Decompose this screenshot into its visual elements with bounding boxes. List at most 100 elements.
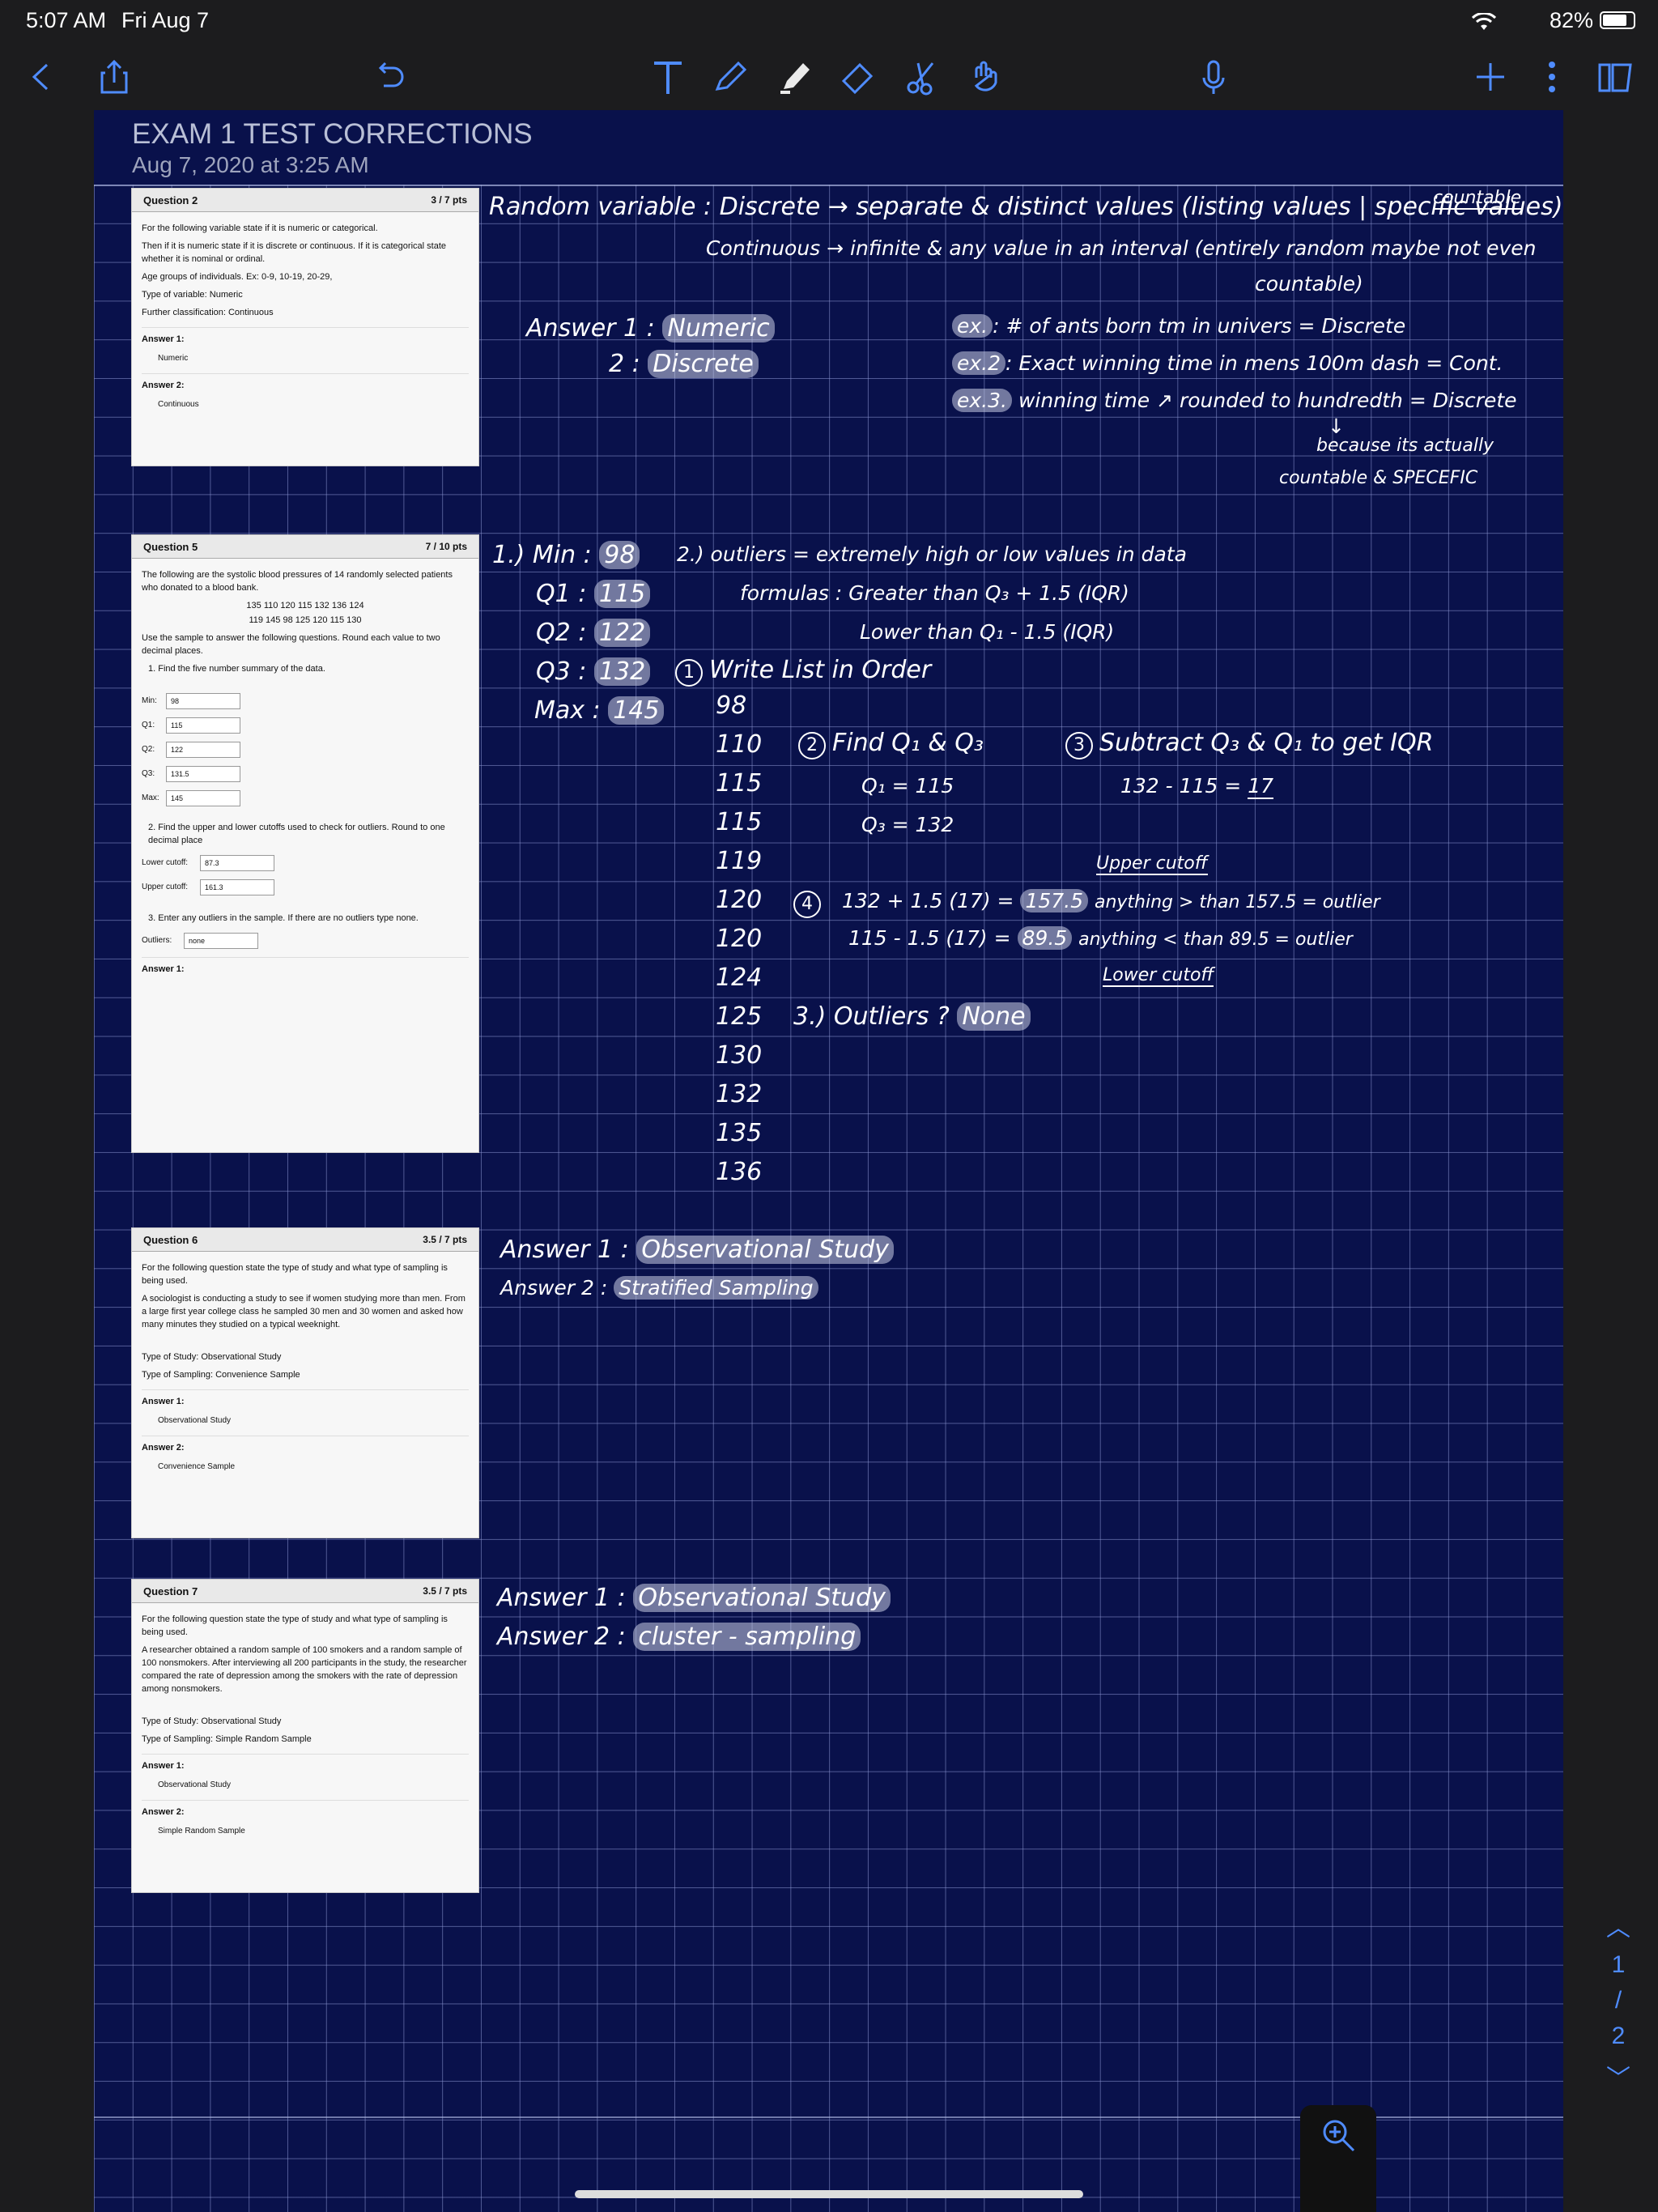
question-text: Type of Study: Observational Study xyxy=(142,1352,282,1362)
hand-tool-icon[interactable] xyxy=(962,53,1009,100)
microphone-icon[interactable] xyxy=(1190,53,1237,100)
question-text: 3. Enter any outliers in the sample. If … xyxy=(148,913,419,923)
sorted-value: 135 xyxy=(716,1119,763,1147)
min-field: 98 xyxy=(166,693,240,709)
answer-value: Simple Random Sample xyxy=(158,1827,245,1836)
data-row: 119 145 98 125 120 115 130 xyxy=(249,615,362,625)
note-step-4: 4 xyxy=(793,887,827,918)
status-time: 5:07 AM xyxy=(26,8,107,32)
total-pages: 2 xyxy=(1611,2023,1626,2049)
page-thumbnails-icon[interactable] xyxy=(1592,53,1639,100)
question-points: 7 / 10 pts xyxy=(425,541,467,552)
q2-field: 122 xyxy=(166,742,240,758)
question-text: For the following question state the typ… xyxy=(142,1263,448,1286)
field-label: Q2: xyxy=(142,745,155,754)
note-q3-value: Q₃ = 132 xyxy=(861,813,954,836)
note-countable-specific: countable & SPECEFIC xyxy=(1279,468,1478,488)
note-arrow-down: ↓ xyxy=(1328,415,1345,438)
lasso-scissors-icon[interactable] xyxy=(899,53,946,100)
note-lower-cutoff: Lower cutoff xyxy=(1103,965,1214,987)
pen-tool-icon[interactable] xyxy=(706,53,753,100)
sorted-value: 98 xyxy=(716,691,747,720)
status-bar: 5:07 AM Fri Aug 7 82% xyxy=(0,0,1658,42)
highlighter-tool-icon[interactable] xyxy=(771,53,818,100)
question-text: Further classification: Continuous xyxy=(142,308,274,317)
eraser-tool-icon[interactable] xyxy=(834,53,881,100)
question-title: Question 5 xyxy=(143,541,198,553)
text-tool-icon[interactable] xyxy=(644,53,691,100)
answer-label: Answer 1: xyxy=(142,327,469,346)
document-date: Aug 7, 2020 at 3:25 AM xyxy=(132,152,369,177)
zoom-button[interactable] xyxy=(1300,2105,1376,2212)
q1-field: 115 xyxy=(166,717,240,734)
outliers-field: none xyxy=(184,933,258,949)
home-indicator[interactable] xyxy=(575,2190,1083,2198)
note-because: because its actually xyxy=(1316,436,1494,456)
next-page-icon[interactable]: ﹀ xyxy=(1606,2065,1630,2092)
note-countable-close: countable) xyxy=(1255,272,1363,296)
question-text: Type of Sampling: Convenience Sample xyxy=(142,1370,300,1380)
answer-value: Observational Study xyxy=(158,1780,232,1789)
toolbar xyxy=(0,42,1658,111)
field-label: Max: xyxy=(142,793,159,802)
question-title: Question 2 xyxy=(143,194,198,206)
current-page: 1 xyxy=(1611,1951,1626,1978)
question-text: Age groups of individuals. Ex: 0-9, 10-1… xyxy=(142,272,333,282)
sorted-value: 130 xyxy=(716,1041,763,1070)
page-separator: / xyxy=(1614,1987,1622,2014)
note-iqr-calc: 132 - 115 = 17 xyxy=(1120,774,1274,799)
share-icon[interactable] xyxy=(91,53,138,100)
previous-page-icon[interactable]: ︿ xyxy=(1606,1915,1630,1942)
note-answer-2: 2 : Discrete xyxy=(609,350,759,378)
sorted-value: 110 xyxy=(716,730,763,759)
question-text: Then if it is numeric state if it is dis… xyxy=(142,241,446,264)
note-q7-answer-2: Answer 2 : cluster - sampling xyxy=(497,1623,861,1651)
note-example-1: ex.: # of ants born tm in univers = Disc… xyxy=(952,314,1405,338)
question-text: Type of variable: Numeric xyxy=(142,290,243,300)
back-icon[interactable] xyxy=(18,53,65,100)
sorted-value: 115 xyxy=(716,769,763,798)
answer-value: Numeric xyxy=(158,354,189,363)
sorted-value: 119 xyxy=(716,847,763,875)
question-text: A researcher obtained a random sample of… xyxy=(142,1645,467,1694)
lower-cutoff-field: 87.3 xyxy=(200,855,274,871)
upper-cutoff-field: 161.3 xyxy=(200,879,274,895)
data-row: 135 110 120 115 132 136 124 xyxy=(246,601,364,610)
question-title: Question 7 xyxy=(143,1585,198,1597)
field-label: Min: xyxy=(142,696,157,705)
note-example-2: ex.2: Exact winning time in mens 100m da… xyxy=(952,351,1503,375)
note-example-3: ex.3. winning time ↗ rounded to hundredt… xyxy=(952,389,1517,412)
sorted-value: 136 xyxy=(716,1158,763,1186)
note-random-variable: Random variable : Discrete → separate & … xyxy=(489,193,1563,221)
document-title: EXAM 1 TEST CORRECTIONS xyxy=(132,118,533,150)
field-label: Q1: xyxy=(142,721,155,730)
add-page-icon[interactable] xyxy=(1467,53,1514,100)
more-options-icon[interactable] xyxy=(1528,53,1575,100)
question-text: 2. Find the upper and lower cutoffs used… xyxy=(148,823,445,845)
note-q1-value: Q₁ = 115 xyxy=(861,774,954,798)
sorted-value: 132 xyxy=(716,1080,763,1108)
note-formula-greater: formulas : Greater than Q₃ + 1.5 (IQR) xyxy=(740,581,1129,605)
answer-label: Answer 2: xyxy=(142,1800,469,1819)
note-q6-answer-2: Answer 2 : Stratified Sampling xyxy=(500,1276,818,1300)
question-text: A sociologist is conducting a study to s… xyxy=(142,1294,466,1329)
answer-label: Answer 2: xyxy=(142,373,469,392)
page-break xyxy=(94,2116,1563,2118)
note-q7-answer-1: Answer 1 : Observational Study xyxy=(497,1584,891,1612)
answer-label: Answer 1: xyxy=(142,1389,469,1408)
sorted-value: 125 xyxy=(716,1002,763,1031)
answer-label: Answer 2: xyxy=(142,1436,469,1454)
q3-field: 131.5 xyxy=(166,766,240,782)
battery-icon xyxy=(1600,11,1635,29)
note-countable: countable xyxy=(1433,188,1522,210)
max-field: 145 xyxy=(166,790,240,806)
answer-value: Continuous xyxy=(158,400,199,409)
undo-icon[interactable] xyxy=(366,53,413,100)
note-calc-upper: 132 + 1.5 (17) = 157.5 anything > than 1… xyxy=(842,889,1380,912)
header-divider xyxy=(94,185,1563,186)
question-text: For the following variable state if it i… xyxy=(142,223,378,233)
